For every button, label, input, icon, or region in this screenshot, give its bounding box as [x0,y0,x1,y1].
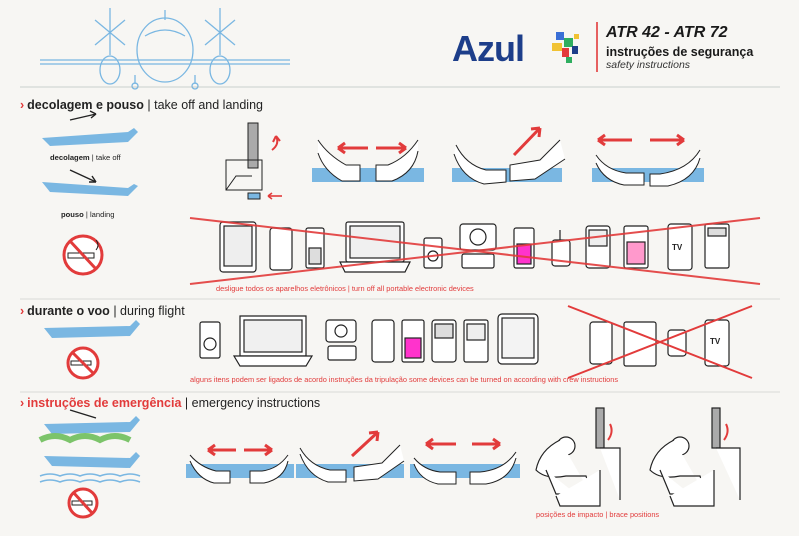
caption-brace: posições de impacto | brace positions [536,510,659,519]
section-emergency-sep: | [184,396,189,410]
section-flight-sep: | [113,304,117,318]
caption-brace-en: | brace positions [605,510,660,519]
caption-devices-allowed-en: some devices can be turned on according … [409,375,619,384]
tv-label: TV [672,243,683,252]
section-takeoff-en: take off and landing [154,98,263,112]
seatbelt-fasten-1 [312,139,424,182]
no-smoking-icon-2 [66,346,100,380]
caption-devices-off-pt: desligue todos os aparelhos eletrônicos [216,284,346,293]
no-smoking-icon [62,234,104,276]
electronic-devices-allowed [199,313,730,367]
section-emergency-heading: ›instruções de emergência | emergency in… [20,396,321,410]
seatbelt-fasten-2 [452,126,566,185]
takeoff-label: decolagem | take off [50,153,121,162]
title-portuguese: instruções de segurança [606,45,754,59]
caption-devices-allowed: alguns itens podem ser ligados de acordo… [190,375,618,384]
banned-cross-2 [567,305,753,379]
landing-label-pt: pouso [61,210,84,219]
banned-cross [189,217,761,285]
caption-devices-off-en: | turn off all portable electronic devic… [347,284,474,293]
title-english: safety instructions [606,59,691,71]
section-flight-en: during flight [120,304,185,318]
tv-label-2: TV [710,337,721,346]
section-takeoff-heading: ›decolagem e pouso | take off and landin… [20,98,263,112]
section-emergency-pt: instruções de emergência [27,396,182,410]
seat-upright-icon [225,122,282,200]
caption-devices-allowed-pt: alguns itens podem ser ligados de acordo… [190,375,407,384]
section-flight-heading: ›durante o voo | during flight [20,304,185,318]
section-takeoff-sep: | [147,98,151,112]
plane-cruise-icon [44,320,140,338]
section-emergency-en: emergency instructions [191,396,321,410]
electronic-devices-banned [219,221,730,273]
section-takeoff-pt: decolagem e pouso [27,98,144,112]
caption-brace-pt: posições de impacto [536,510,604,519]
section-flight-pt: durante o voo [27,304,110,318]
brace-position-hands [649,407,741,507]
caption-devices-off: desligue todos os aparelhos eletrônicos … [216,284,474,293]
plane-takeoff-icon [42,110,138,146]
plane-ground-icon [38,409,140,444]
no-smoking-icon-3 [67,487,99,519]
emergency-seatbelt-1 [186,443,294,484]
brace-position-seated [535,407,621,507]
azul-logo-icon [552,32,579,63]
landing-label: pouso | landing [61,210,114,219]
takeoff-label-pt: decolagem [50,153,90,162]
brand-name: Azul [452,28,525,69]
emergency-seatbelt-3 [410,437,520,485]
aircraft-front-view [40,8,290,90]
aircraft-model: ATR 42 - ATR 72 [606,24,728,41]
takeoff-label-en: | take off [91,153,121,162]
seatbelt-unfasten [592,133,704,187]
landing-label-en: | landing [85,210,115,219]
emergency-seatbelt-2 [296,430,405,483]
plane-landing-icon [42,169,138,196]
plane-water-icon [39,452,141,483]
